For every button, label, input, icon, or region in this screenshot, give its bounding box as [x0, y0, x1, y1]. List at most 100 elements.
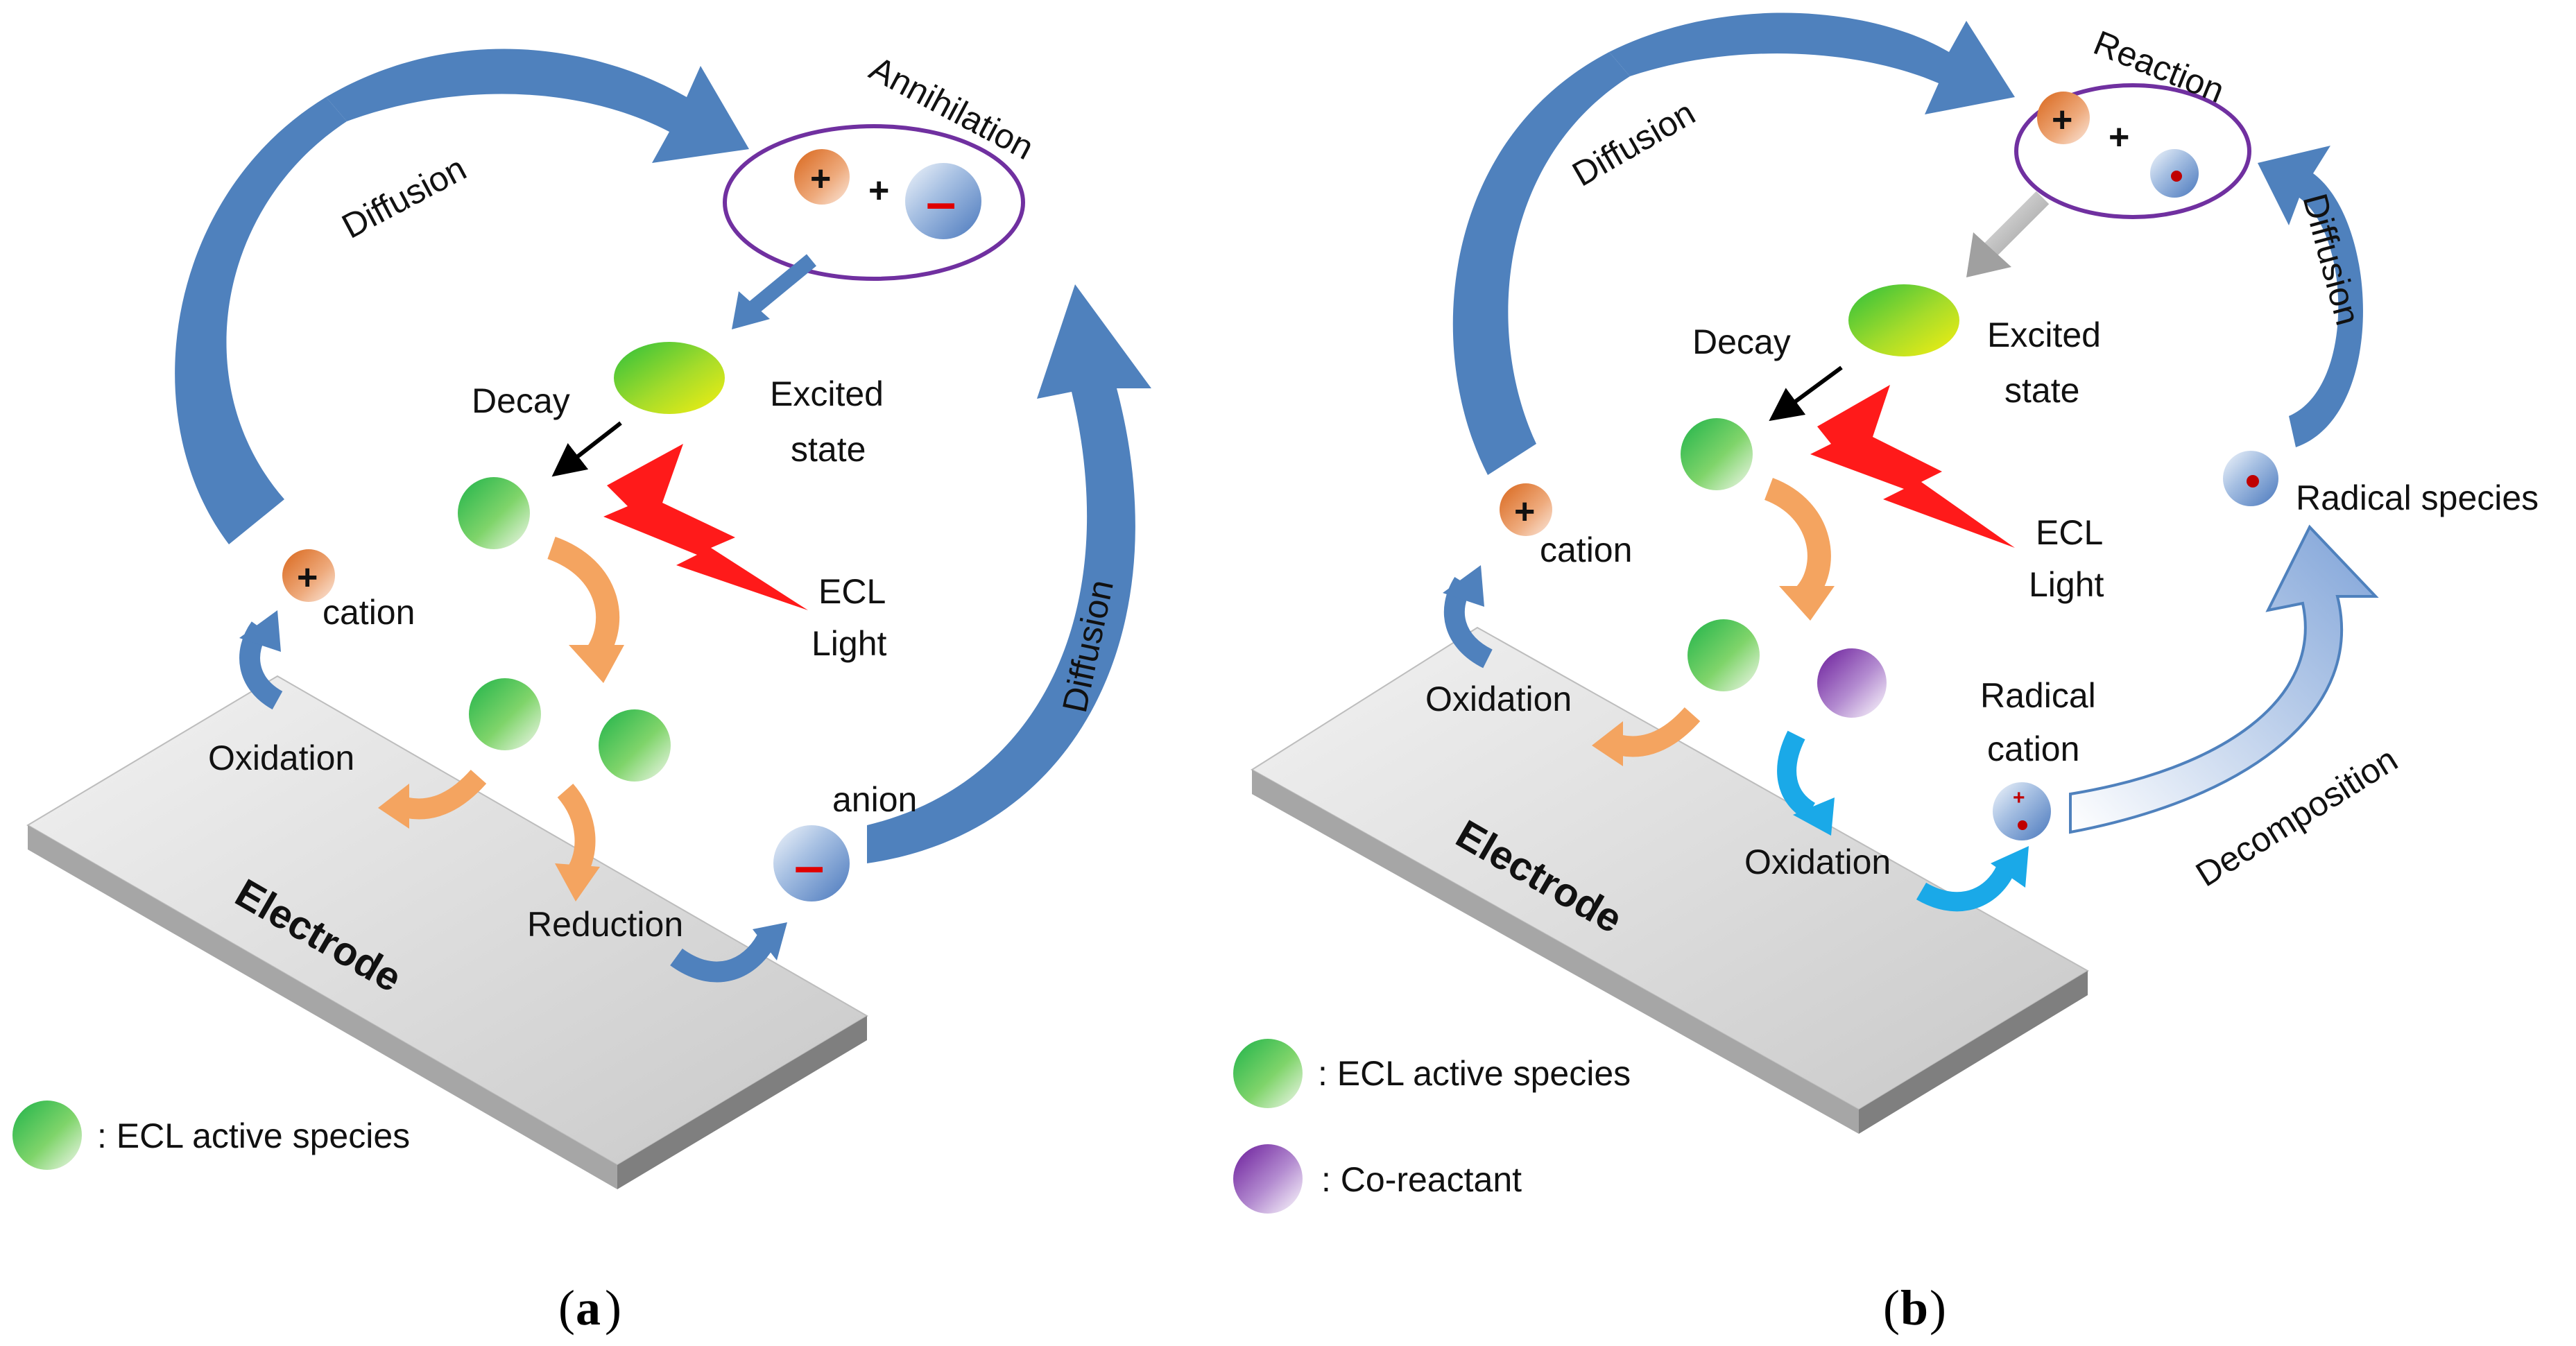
- diffusion-arrow-left-a: [175, 97, 347, 544]
- excited-label-1-a: Excited: [770, 374, 884, 413]
- ecl-label-2-b: Light: [2029, 565, 2104, 604]
- legend-ecl-sphere-b: [1233, 1039, 1303, 1108]
- cyan-arrow-up-b: [1916, 859, 2018, 912]
- panel-tag-letter-b: b: [1900, 1280, 1928, 1336]
- gray-arrow-head-b: [1966, 232, 2011, 277]
- diffusion-arrow-right-a: [867, 284, 1151, 863]
- diffusion-arrow-right-b: [2258, 146, 2363, 447]
- oxidation-left-label-b: Oxidation: [1425, 680, 1572, 718]
- panel-tag-open-b: (: [1883, 1280, 1900, 1336]
- plus-sign: +: [810, 159, 831, 199]
- orange-arrow-1-b: [1764, 478, 1831, 605]
- plus-operator: +: [868, 171, 889, 211]
- oxidation-label-a: Oxidation: [208, 739, 354, 777]
- annihilation-ellipse: [723, 124, 1025, 281]
- cation-label-a: cation: [323, 593, 415, 632]
- reaction-ellipse: [2014, 83, 2251, 219]
- orange-arrow-1-a: [547, 536, 620, 666]
- ecl-species-decayed-b: [1681, 418, 1753, 490]
- orange-arrow-head-reduction-a: [555, 863, 600, 901]
- lightning-icon-b: [1810, 385, 2015, 548]
- decomposition-arrow: [2069, 524, 2379, 834]
- panel-b: Electrode + + Reaction Excited state Dec…: [1233, 12, 2539, 1336]
- panel-tag-open-a: (: [558, 1280, 575, 1336]
- co-reactant-sphere-b: [1817, 648, 1887, 718]
- panel-a: Electrode + + – Annihilation Excited sta…: [12, 49, 1151, 1336]
- excited-label-2-b: state: [2004, 371, 2079, 410]
- orange-arrow-head-oxidation-b: [1592, 721, 1623, 766]
- cyan-arrow-head-up-b: [1991, 846, 2029, 888]
- blue-arrow-head-reduction-a: [753, 922, 787, 960]
- anion-sphere-a: [773, 825, 850, 901]
- legend-ecl-sphere-a: [12, 1101, 82, 1170]
- radical-dot: [2171, 171, 2182, 182]
- radical-species-dot: [2247, 475, 2259, 488]
- anion-minus-a: –: [794, 835, 824, 896]
- blue-arrow-reduction-a: [670, 934, 776, 983]
- plus-operator-b: +: [2109, 117, 2129, 157]
- diffusion-arrow-top-b: [1609, 12, 2015, 114]
- ecl-species-b: [1688, 619, 1760, 691]
- gray-arrow-to-excited-b: [1980, 191, 2050, 260]
- ecl-species-left-a: [469, 678, 541, 750]
- diffusion-left-label-a: Diffusion: [336, 148, 472, 245]
- reaction-label: Reaction: [2088, 23, 2230, 110]
- ecl-label-1-b: ECL: [2036, 513, 2103, 552]
- anion-sphere-in-ellipse-a: [905, 163, 981, 239]
- decay-arrow-b: [1769, 365, 1843, 422]
- cyan-arrow-head-down-b: [1793, 797, 1835, 836]
- excited-label-1-b: Excited: [1987, 316, 2101, 354]
- excited-state-b: [1848, 284, 1959, 356]
- panel-tag-close-a: ): [605, 1280, 621, 1336]
- decay-arrow-a: [551, 421, 622, 477]
- cation-sphere-a: [282, 549, 335, 602]
- electrode-b: Electrode: [1251, 626, 2089, 1134]
- diffusion-arrow-left-b: [1452, 52, 1630, 475]
- cation-plus-b: +: [1514, 492, 1535, 532]
- legend-coreactant-label: : Co-reactant: [1321, 1160, 1522, 1199]
- anion-label-a: anion: [832, 780, 917, 819]
- panel-tag-letter-a: a: [576, 1280, 601, 1336]
- minus-sign: –: [926, 171, 956, 232]
- radical-cation-label-2: cation: [1987, 730, 2079, 768]
- radical-cation-dot: [2018, 820, 2027, 830]
- ecl-label-1-a: ECL: [818, 572, 886, 611]
- ecl-species-decayed-a: [458, 477, 530, 549]
- orange-arrow-head-1-a: [569, 645, 624, 683]
- cation-sphere-in-ellipse-b: [2037, 92, 2090, 144]
- blue-arrow-head-oxidation-a: [239, 610, 281, 652]
- orange-arrow-head-oxidation-a: [378, 784, 409, 829]
- diffusion-arrow-top-a: [326, 49, 749, 163]
- decay-label-b: Decay: [1692, 322, 1791, 361]
- blue-arrow-head-oxidation-b: [1443, 565, 1484, 607]
- panel-tag-close-b: ): [1930, 1280, 1946, 1336]
- reduction-label-a: Reduction: [527, 905, 683, 944]
- arrow-head-to-excited-a: [732, 291, 770, 329]
- radical-species-label: Radical species: [2296, 478, 2539, 517]
- decay-label-a: Decay: [472, 381, 570, 420]
- cation-sphere-in-ellipse-a: [794, 149, 850, 205]
- legend-coreactant-sphere: [1233, 1144, 1303, 1214]
- radical-cation-sphere: [1993, 782, 2051, 840]
- lightning-icon-a: [603, 444, 808, 610]
- electrode-a: Electrode: [26, 675, 868, 1189]
- radical-cation-label-1: Radical: [1980, 676, 2096, 715]
- annihilation-label: Annihilation: [864, 49, 1040, 167]
- legend-ecl-label-b: : ECL active species: [1318, 1054, 1631, 1093]
- excited-label-2-a: state: [791, 430, 866, 469]
- excited-state-a: [614, 342, 725, 414]
- orange-arrow-head-1-b: [1779, 586, 1835, 621]
- arrow-to-excited-a: [748, 254, 816, 315]
- legend-ecl-label-a: : ECL active species: [97, 1116, 410, 1155]
- plus-sign-b: +: [2052, 100, 2072, 140]
- cation-plus-a: +: [297, 558, 318, 598]
- cation-sphere-b: [1500, 483, 1552, 536]
- oxidation-mid-label-b: Oxidation: [1744, 843, 1891, 881]
- ecl-label-2-a: Light: [812, 624, 887, 663]
- ecl-species-right-a: [599, 709, 671, 782]
- cation-label-b: cation: [1540, 530, 1632, 569]
- cyan-arrow-down-b: [1777, 730, 1816, 820]
- radical-cation-plus: +: [2013, 786, 2025, 809]
